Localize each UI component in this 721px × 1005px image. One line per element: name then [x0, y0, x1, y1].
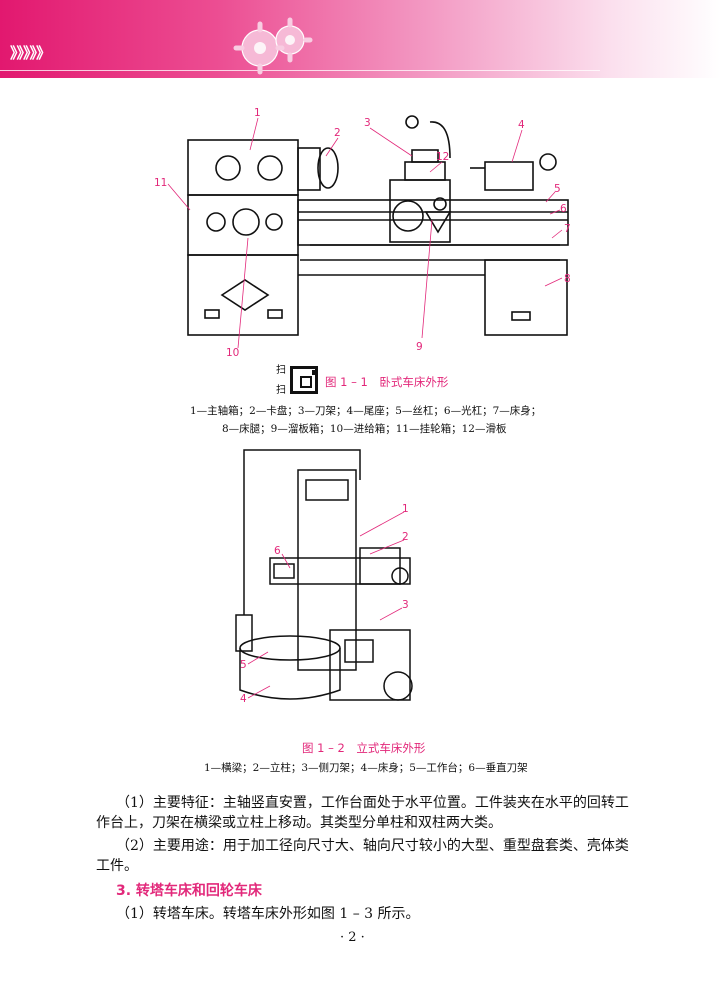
figure2-legend: 1—横梁；2—立柱；3—侧刀架；4—床身；5—工作台；6—垂直刀架 [204, 762, 528, 774]
section-heading: 3. 转塔车床和回轮车床 [116, 883, 262, 899]
callout-12: 12 [436, 151, 449, 163]
qr-label-bottom: 扫 [276, 385, 286, 396]
paragraph-usage-line2: 工件。 [96, 858, 138, 874]
callout-6: 6 [560, 203, 567, 215]
callout-7: 7 [564, 223, 571, 235]
fig2-callout-1: 1 [402, 503, 409, 515]
header-divider [0, 70, 600, 71]
callout-9: 9 [416, 341, 423, 353]
figure1-legend-line1: 1—主轴箱；2—卡盘；3—刀架；4—尾座；5—丝杠；6—光杠；7—床身； [190, 405, 542, 417]
vertical-lathe-figure: 1 2 3 4 5 6 [230, 440, 430, 730]
callout-4: 4 [518, 119, 525, 131]
horizontal-lathe-figure: 1 2 3 4 5 6 7 8 9 10 11 12 [150, 100, 590, 360]
gear-icon [230, 14, 320, 80]
figure2-caption: 图 1 – 2 立式车床外形 [302, 741, 426, 755]
paragraph-turret-line1: （1）转塔车床。转塔车床外形如图 1 – 3 所示。 [116, 906, 420, 922]
callout-3: 3 [364, 117, 371, 129]
fig2-callout-3: 3 [402, 599, 409, 611]
header-band [0, 0, 721, 78]
paragraph-usage-line1: （2）主要用途：用于加工径向尺寸大、轴向尺寸较小的大型、重型盘套类、壳体类 [116, 838, 629, 854]
fig2-callout-4: 4 [240, 693, 247, 705]
header-arrows-icon: 》》》》》 [10, 44, 51, 62]
fig2-callout-5: 5 [240, 659, 247, 671]
callout-11: 11 [154, 177, 167, 189]
fig2-callout-2: 2 [402, 531, 409, 543]
callout-5: 5 [554, 183, 561, 195]
figure1-caption: 图 1 – 1 卧式车床外形 [325, 375, 449, 389]
callout-10: 10 [226, 347, 239, 359]
fig2-callout-6: 6 [274, 545, 281, 557]
figure1-legend-line2: 8—床腿；9—溜板箱；10—进给箱；11—挂轮箱；12—滑板 [222, 423, 507, 435]
qr-label-top: 扫 [276, 365, 286, 376]
callout-2: 2 [334, 127, 341, 139]
qr-code-icon[interactable]: 扫 扫 [276, 366, 320, 396]
page-number: · 2 · [340, 930, 365, 945]
paragraph-turret: （1）转塔车床。转塔车床外形如图 1 – 3 所示。 [96, 904, 636, 924]
callout-8: 8 [564, 273, 571, 285]
callout-1: 1 [254, 107, 261, 119]
paragraph-features-line2: 作台上，刀架在横梁或立柱上移动。其类型分单柱和双柱两大类。 [96, 815, 502, 831]
paragraph-usage: （2）主要用途：用于加工径向尺寸大、轴向尺寸较小的大型、重型盘套类、壳体类 工件… [96, 836, 636, 876]
paragraph-features: （1）主要特征：主轴竖直安置，工作台面处于水平位置。工件装夹在水平的回转工 作台… [96, 793, 636, 833]
paragraph-features-line1: （1）主要特征：主轴竖直安置，工作台面处于水平位置。工件装夹在水平的回转工 [116, 795, 629, 811]
